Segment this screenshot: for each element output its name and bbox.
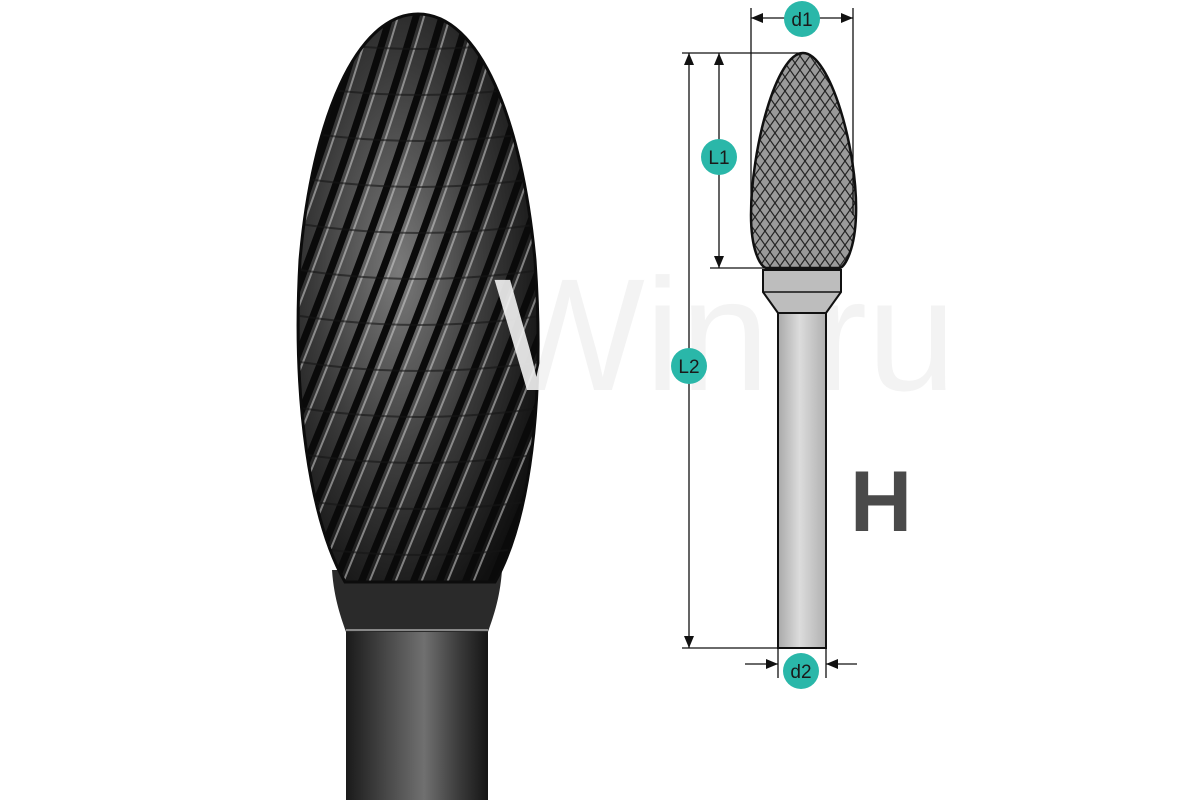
flute-highlight [298,14,453,582]
flute-highlight [465,14,539,582]
l2-dimension: L2 [671,53,707,648]
flute-highlight [387,14,539,582]
flute-groove [402,14,539,582]
d2-dimension: d2 [745,653,857,689]
l2-badge [671,348,707,384]
flute-groove [298,14,318,582]
cross-cut [299,177,539,188]
flute-groove [298,14,422,582]
cross-cut [299,269,539,280]
flute-groove [42,10,262,600]
flute-groove [0,10,210,600]
flute-highlight [439,14,539,582]
flute-groove [298,14,448,582]
flute-highlight [0,10,166,600]
flute-highlight [413,14,539,582]
cross-cut [299,131,539,142]
technical-drawing: d1 L1 L2 d2 H [671,1,912,689]
drawing-shank [777,312,827,649]
flute-highlight [361,14,539,582]
d2-label: d2 [790,662,811,683]
flute-groove [0,10,158,600]
watermark: Win.ru [494,245,956,424]
burr-photo-neck [332,570,502,632]
flute-highlight [298,14,479,582]
cross-cut [299,499,539,510]
d2-badge [783,653,819,689]
flute-groove [298,14,396,582]
d1-dimension: d1 [751,1,853,37]
flute-groove [298,14,474,582]
l1-dimension: L1 [701,53,737,268]
l1-badge [701,139,737,175]
cross-cut [299,315,539,326]
flute-highlight [298,14,427,582]
flute-groove [298,14,370,582]
d1-badge [784,1,820,37]
flute-highlight [298,14,323,582]
flute-highlight [309,14,531,582]
d1-label: d1 [791,10,812,31]
flute-groove [376,14,539,582]
flute-groove [16,10,236,600]
flute-highlight [50,10,270,600]
drawing-head [751,53,857,268]
flute-groove [350,14,539,582]
flute-highlight [76,10,296,600]
flute-highlight [24,10,244,600]
l1-label: L1 [708,148,729,169]
flute-highlight [0,10,192,600]
burr-photo-shank [346,612,488,800]
l2-label: L2 [678,357,699,378]
cross-cut [299,407,539,418]
flute-groove [298,14,526,582]
flute-highlight [298,14,401,582]
flute-groove [428,14,539,582]
cross-cut [299,453,539,464]
shape-type-letter: H [850,454,912,550]
flute-groove [454,14,539,582]
flute-groove [0,10,184,600]
cross-cut [299,361,539,372]
flute-groove [68,10,288,600]
flute-highlight [0,10,218,600]
cross-cut [299,223,539,234]
flute-groove [480,14,539,582]
flute-highlight [298,14,375,582]
